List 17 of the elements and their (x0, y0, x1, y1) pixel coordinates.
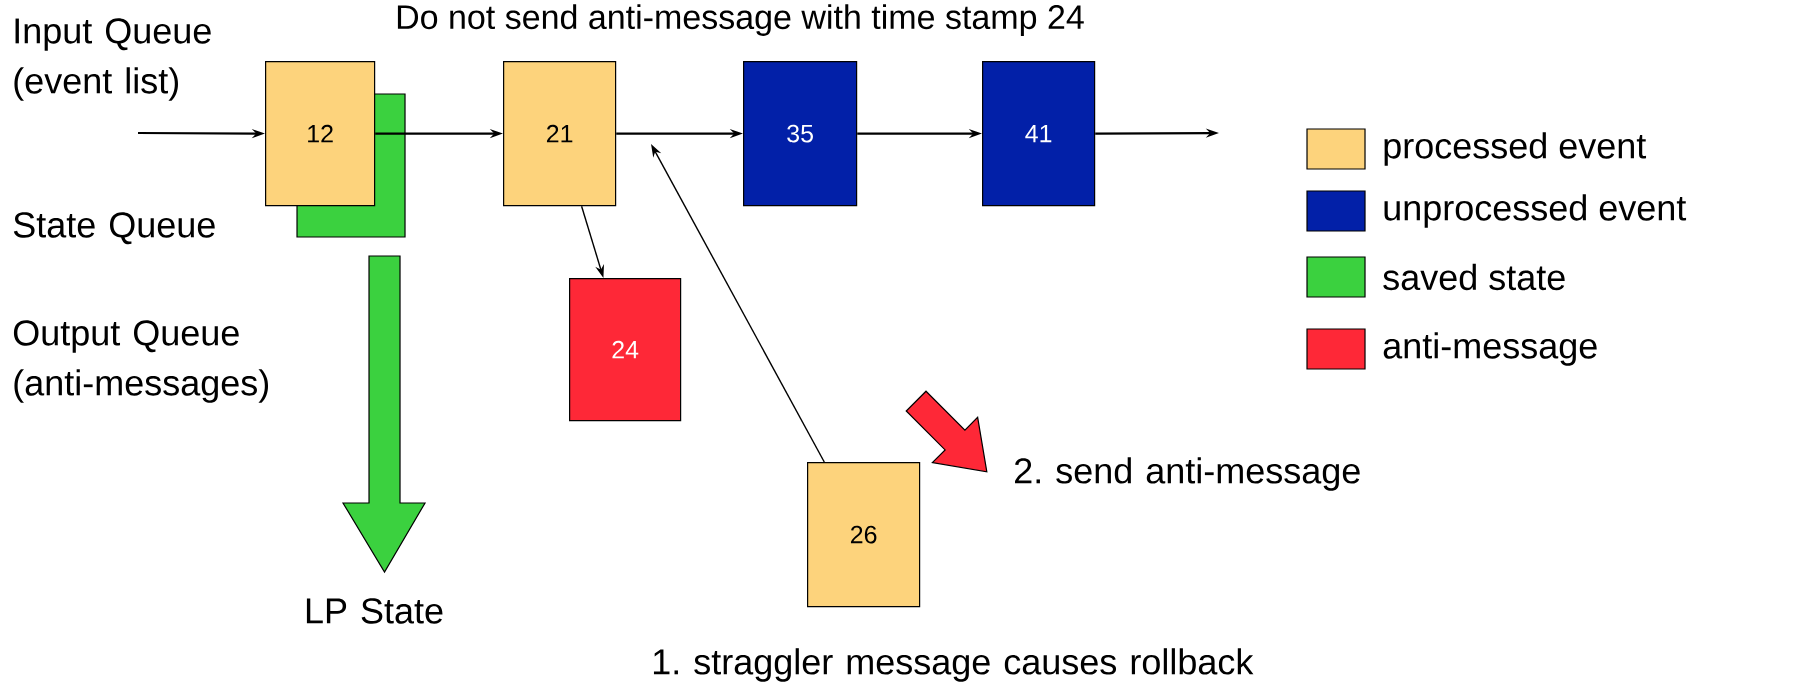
step-label: 1. straggler message causes rollback (653, 648, 1254, 682)
processed-event-box: 26 (807, 462, 921, 608)
legend-label: saved state (1383, 263, 1565, 291)
unprocessed-event-box: 35 (743, 61, 858, 207)
legend-label: processed event (1384, 132, 1647, 166)
processed-event-box: 21 (503, 61, 617, 207)
step-label: 2. send anti-message (1015, 457, 1360, 491)
processed-event-box: 12 (265, 61, 376, 207)
anti-message-box: 24 (569, 278, 682, 422)
unprocessed-event-box: 41 (982, 61, 1096, 207)
queue-label: State Queue (13, 212, 215, 245)
queue-label: Output Queue (anti-messages) (13, 320, 269, 403)
legend-label: unprocessed event (1384, 194, 1687, 228)
state-label: LP State (306, 598, 443, 624)
legend-label: anti-message (1383, 332, 1597, 366)
title: Do not send anti-message with time stamp 24 (397, 4, 1084, 36)
queue-label: Input Queue (event list) (14, 18, 211, 101)
